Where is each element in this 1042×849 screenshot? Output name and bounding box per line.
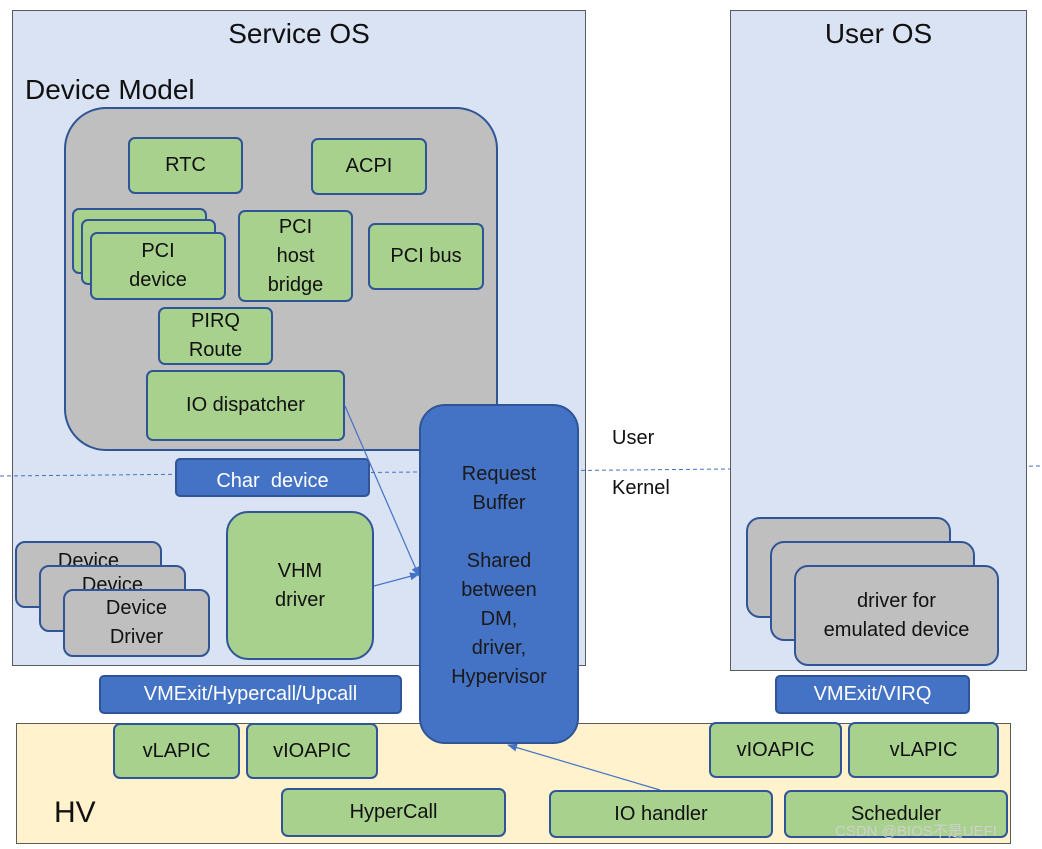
vmexit-hypercall-upcall-bar: VMExit/Hypercall/Upcall (99, 675, 402, 714)
vhm-driver-module: VHM driver (226, 511, 374, 660)
device-model-title: Device Model (25, 74, 195, 105)
request-buffer: Request Buffer Shared between DM, driver… (419, 404, 579, 744)
watermark: CSDN @BIOS不是UEFI (835, 823, 997, 840)
emulated-driver-module: driver for emulated device (794, 565, 999, 666)
io-handler-module: IO handler (549, 790, 773, 838)
io-dispatcher-module: IO dispatcher (146, 370, 345, 441)
vioapic-right-module: vIOAPIC (709, 722, 842, 778)
user-os-title: User OS (824, 18, 933, 49)
vlapic-left-module: vLAPIC (113, 723, 240, 779)
hypercall-module: HyperCall (281, 788, 506, 837)
user-space-label: User (612, 427, 655, 449)
pci-host-bridge-module: PCI host bridge (238, 210, 353, 302)
acpi-module: ACPI (311, 138, 427, 195)
rtc-module: RTC (128, 137, 243, 194)
kernel-space-label: Kernel (612, 477, 670, 499)
service-os-title: Service OS (228, 18, 370, 49)
device-driver-module: Device Driver (63, 589, 210, 657)
char-device-box: Char device (175, 458, 370, 497)
scheduler-module: Scheduler (784, 790, 1008, 838)
pci-device-module: PCI device (90, 232, 226, 300)
hv-label: HV (54, 796, 96, 829)
vioapic-left-module: vIOAPIC (246, 723, 378, 779)
arrow-io-handler-to-buffer (507, 743, 661, 791)
arrow-vhm-to-buffer (373, 572, 420, 587)
vmexit-virq-bar: VMExit/VIRQ (775, 675, 970, 714)
pirq-route-module: PIRQ Route (158, 307, 273, 365)
vlapic-right-module: vLAPIC (848, 722, 999, 778)
arrow-io-dispatcher-to-buffer (344, 405, 420, 577)
pci-bus-module: PCI bus (368, 223, 484, 290)
